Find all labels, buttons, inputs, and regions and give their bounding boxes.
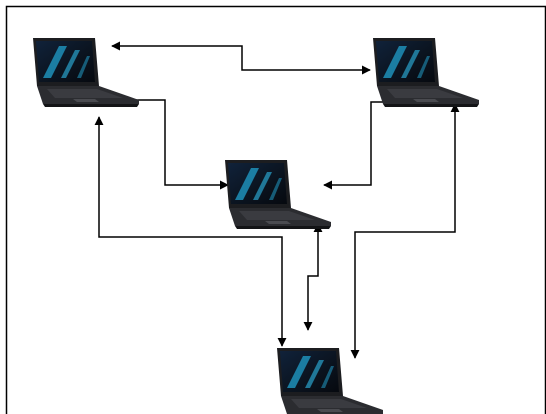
laptop-icon — [373, 38, 479, 107]
link-top-left-top-right — [111, 41, 371, 75]
link-bottom-top-left — [94, 116, 287, 347]
link-bottom-top-right — [350, 103, 460, 359]
link-center-bottom — [303, 223, 323, 331]
laptop-icon — [277, 348, 383, 414]
laptop-icon — [33, 38, 139, 107]
laptop-icon — [225, 160, 331, 229]
link-top-left-center — [105, 95, 229, 190]
link-top-right-center — [323, 97, 411, 190]
